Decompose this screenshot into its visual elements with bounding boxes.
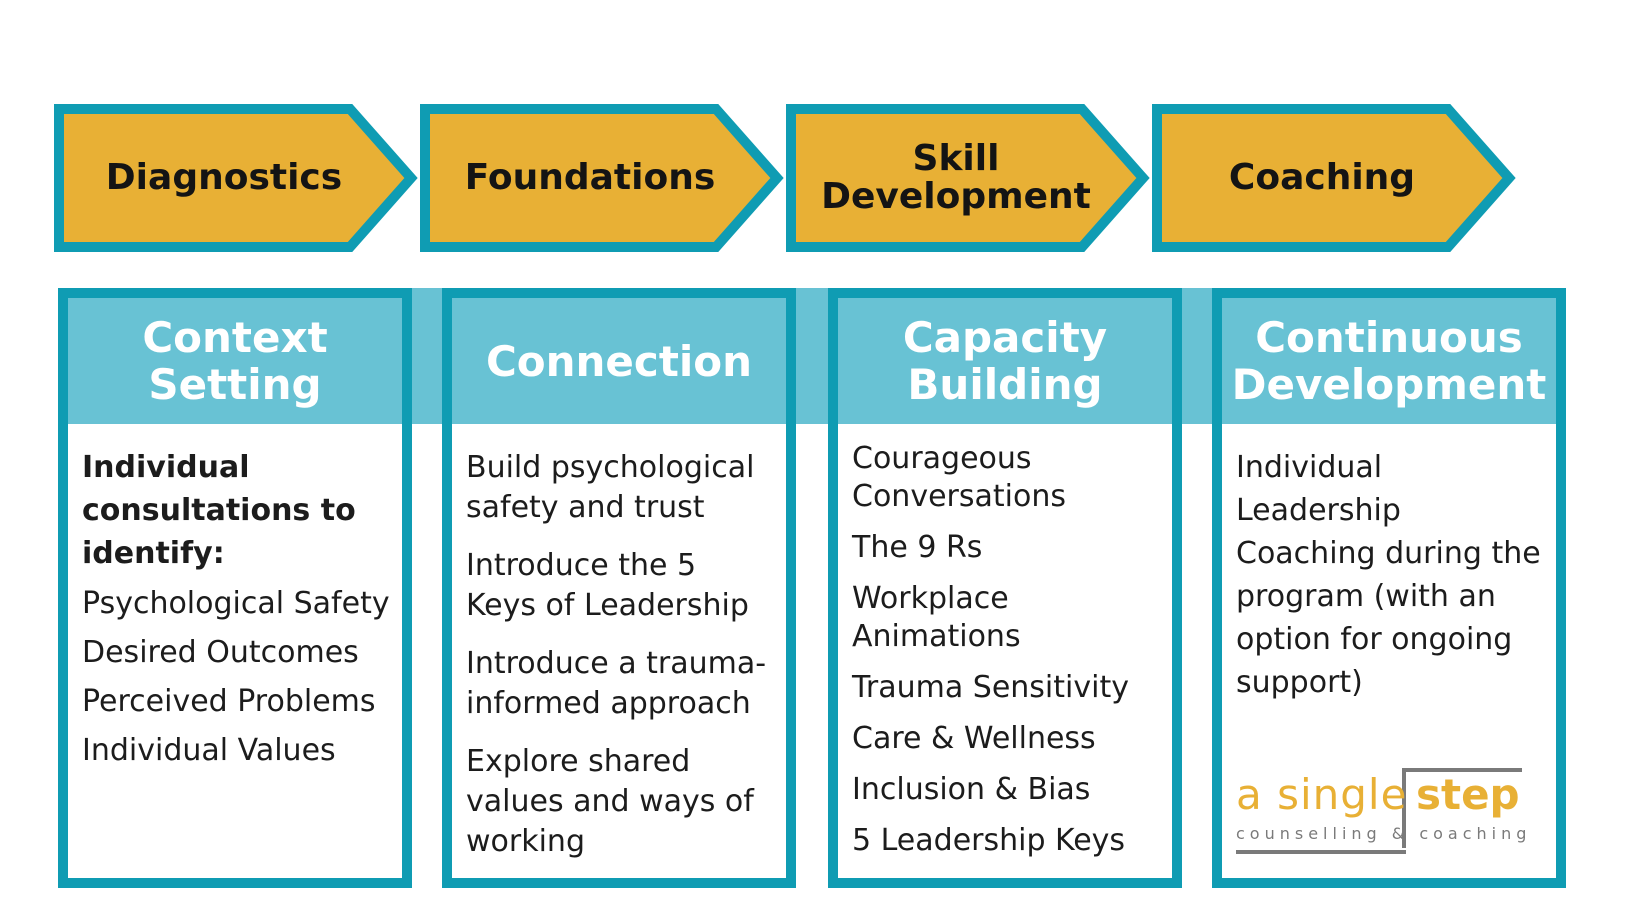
column-body: Courageous Conversations The 9 Rs Workpl…: [838, 424, 1172, 860]
list-item: Introduce the 5 Keys of Leadership: [466, 548, 749, 623]
list-item: Perceived Problems: [82, 684, 376, 719]
list-item: Trauma Sensitivity: [852, 670, 1129, 705]
list-item: Psychological Safety: [82, 586, 390, 621]
list-item: Desired Outcomes: [82, 635, 359, 670]
list-item: Individual Leadership Coaching during th…: [1236, 450, 1541, 700]
stage-label: Coaching: [1228, 157, 1416, 198]
stage-arrow-diagnostics: Diagnostics: [54, 104, 436, 252]
list-item: Inclusion & Bias: [852, 772, 1091, 807]
column-context-setting: Context Setting Individual consultations…: [58, 288, 412, 888]
list-item: Individual Values: [82, 733, 336, 768]
list-item: Workplace Animations: [852, 581, 1021, 654]
list-item: Build psychological safety and trust: [466, 450, 755, 525]
arrow-shape: [54, 104, 418, 252]
column-capacity-building: Capacity Building Courageous Conversatio…: [828, 288, 1182, 888]
arrow-shape: [786, 104, 1150, 252]
stage-arrow-foundations: Foundations: [420, 104, 802, 252]
logo-tagline: counselling & coaching: [1236, 824, 1532, 843]
stage-label: Diagnostics: [105, 157, 343, 198]
list-item: 5 Leadership Keys: [852, 823, 1126, 858]
arrow-shape: [1152, 104, 1516, 252]
column-body: Individual Leadership Coaching during th…: [1222, 424, 1556, 704]
logo-underline: [1236, 850, 1406, 854]
stage-label: Foundations: [464, 157, 716, 198]
list-item: Courageous Conversations: [852, 441, 1066, 514]
list-item: Explore shared values and ways of workin…: [466, 744, 754, 859]
column-title: Continuous Development: [1222, 298, 1556, 424]
list-item: The 9 Rs: [852, 530, 983, 565]
list-item: Care & Wellness: [852, 721, 1096, 756]
stage-arrow-skill-development: Skill Development: [786, 104, 1168, 252]
column-title: Connection: [452, 298, 786, 424]
column-body: Build psychological safety and trust Int…: [452, 424, 786, 862]
logo-word-a-single: a single: [1236, 770, 1408, 819]
column-connection: Connection Build psychological safety an…: [442, 288, 796, 888]
logo-frame: [1402, 768, 1522, 848]
column-intro: Individual consultations to identify:: [82, 450, 356, 571]
column-title: Context Setting: [68, 298, 402, 424]
stage-label: Skill Development: [821, 138, 1091, 217]
stage-arrow-coaching: Coaching: [1152, 104, 1534, 252]
column-body: Individual consultations to identify: Ps…: [68, 424, 402, 770]
list-item: Introduce a trauma-informed approach: [466, 646, 767, 721]
column-continuous-development: Continuous Development Individual Leader…: [1212, 288, 1566, 888]
arrow-shape: [420, 104, 784, 252]
logo-word-step: step: [1416, 770, 1520, 819]
column-title: Capacity Building: [838, 298, 1172, 424]
brand-logo: a single step counselling & coaching: [1232, 768, 1552, 858]
